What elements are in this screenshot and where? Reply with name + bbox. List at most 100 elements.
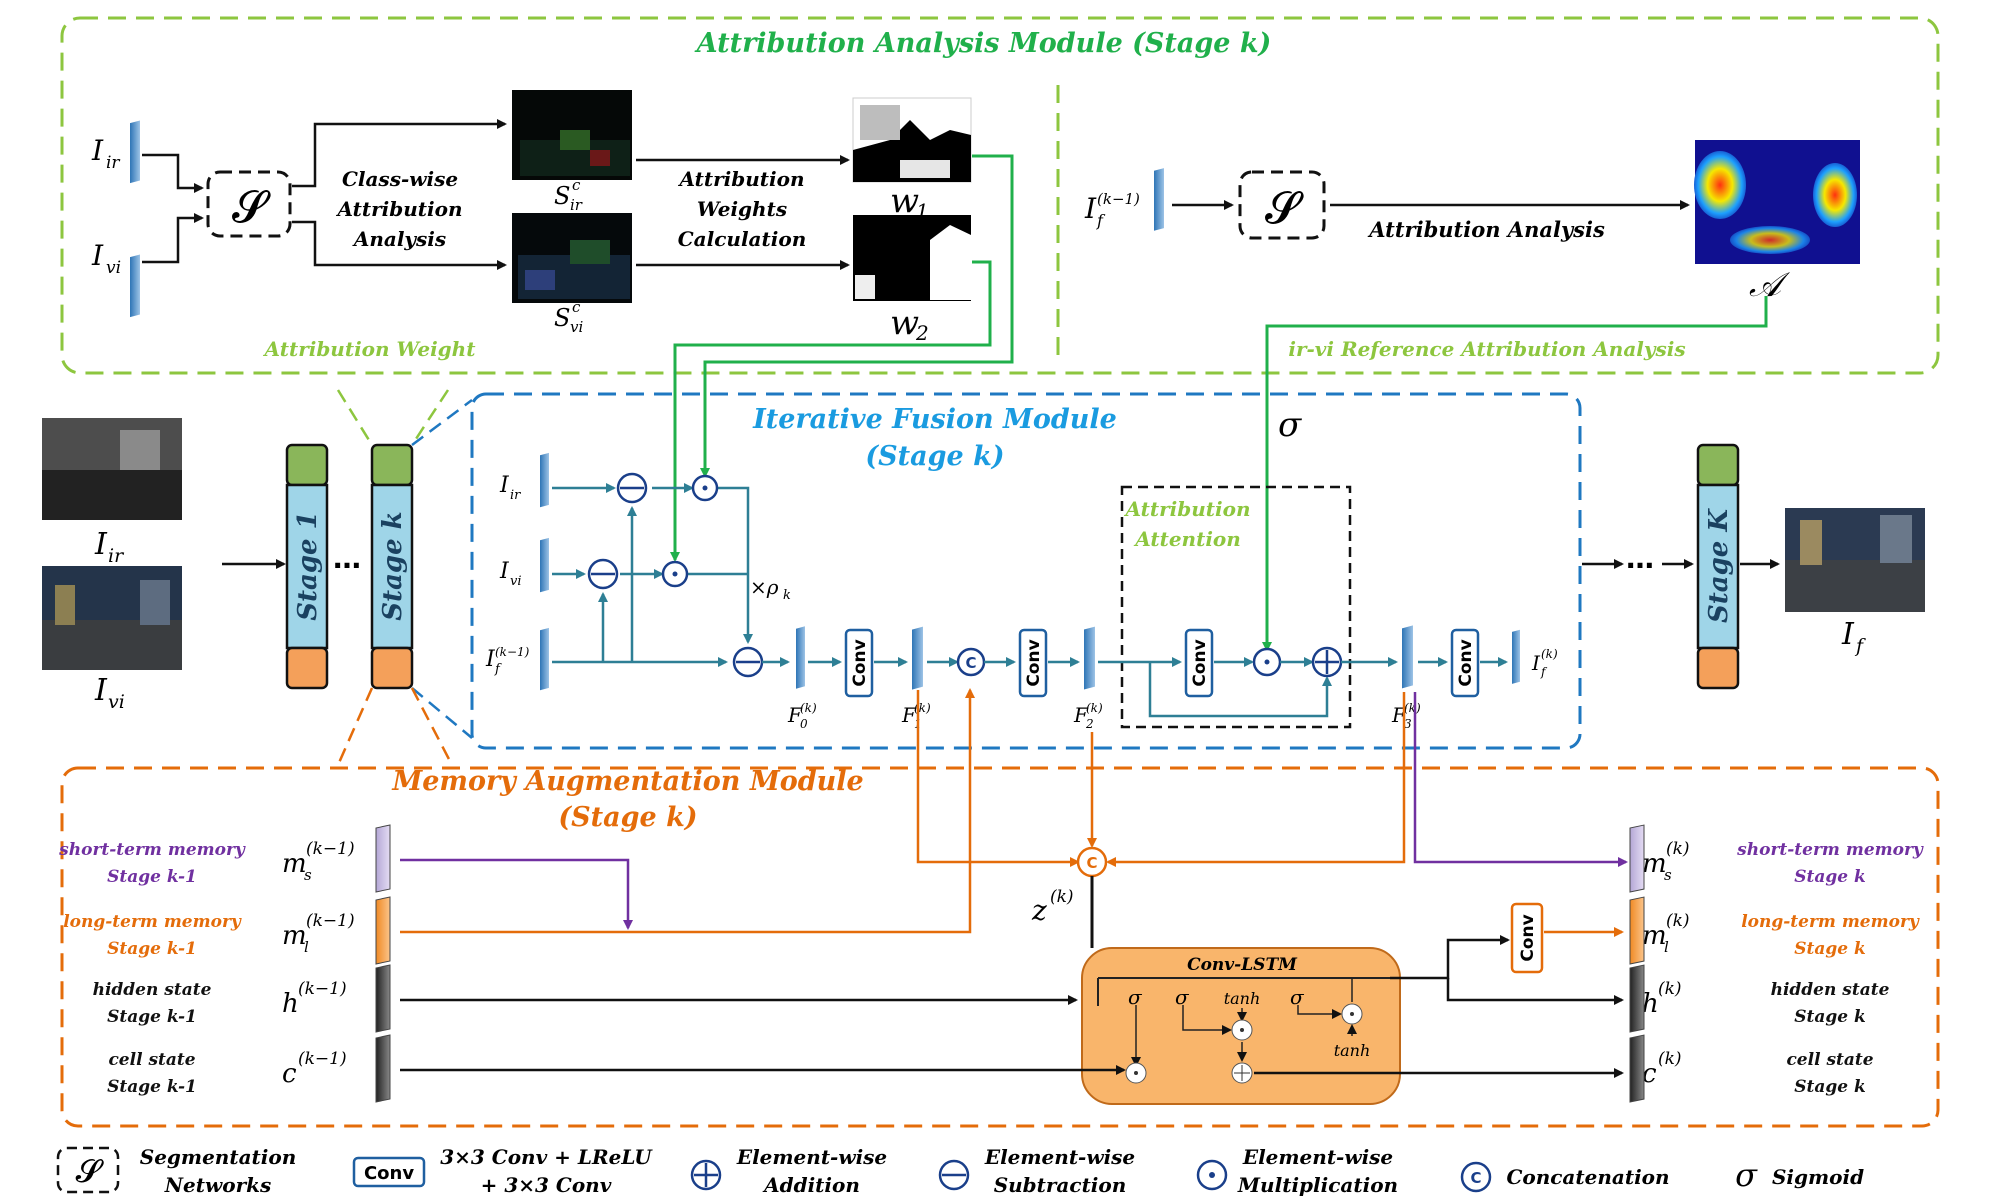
fusion-vi-sub: vi (510, 574, 522, 589)
w1-label: w (890, 181, 919, 221)
conv-block-3 (1184, 628, 1214, 698)
right-mem-label1-0: short-term memory (1736, 840, 1924, 860)
if-out-sup: (k) (1541, 647, 1558, 661)
conv-label-4: Conv (1456, 639, 1476, 686)
stagek-bottom (370, 646, 414, 690)
f3-sub: 3 (1404, 717, 1412, 731)
right-mem-feature-2 (1629, 964, 1645, 1033)
right-mem-symbol-1: m (1642, 921, 1667, 951)
left-mem-feature-2 (375, 964, 391, 1033)
left-mem-feature-1 (375, 896, 391, 965)
conv-block-2 (1018, 628, 1048, 698)
legend-add-line1: Element-wise (736, 1145, 887, 1169)
memory-title-line1: Memory Augmentation Module (391, 766, 863, 797)
class-wise-line2: Attribution (335, 197, 462, 221)
f2-feature (1084, 626, 1095, 690)
right-mem-sup-1: (k) (1666, 911, 1690, 931)
legend-seg-line1: Segmentation (140, 1145, 297, 1169)
weights-calc-line1: Attribution (677, 167, 804, 191)
attribution-analysis-module: Attribution Analysis Module (Stage k) I … (60, 16, 1940, 375)
subtract-op-ir (616, 472, 648, 504)
left-mem-sup-0: (k−1) (306, 839, 355, 859)
legend-seg-icon (56, 1146, 120, 1194)
left-mem-label1-3: cell state (108, 1050, 195, 1070)
legend-concat-icon: C (1460, 1161, 1492, 1193)
legend-add-line2: Addition (762, 1173, 860, 1197)
s-ir-sup: c (572, 176, 581, 194)
right-mem-label2-3: Stage k (1794, 1077, 1866, 1097)
if-prev-sub: f (1096, 211, 1106, 230)
right-mem-sup-3: (k) (1658, 1049, 1682, 1069)
right-mem-label2-2: Stage k (1794, 1007, 1866, 1027)
left-mem-sub-1: l (304, 938, 309, 956)
right-mem-symbol-0: m (1642, 849, 1667, 879)
attribution-module-title: Attribution Analysis Module (Stage k) (694, 28, 1272, 59)
right-mem-feature-3 (1629, 1034, 1645, 1103)
s-vi-sub: vi (570, 318, 583, 336)
stageK-top (1696, 443, 1740, 487)
stageK-label: Stage K (1704, 508, 1734, 623)
left-mem-label2-0: Stage k-1 (107, 867, 197, 887)
if-prev-feature (1154, 168, 1164, 231)
stage1-bottom (285, 646, 329, 690)
f0-sup: (k) (800, 701, 817, 715)
segmentation-network-box-2 (1238, 170, 1326, 240)
class-wise-line1: Class-wise (342, 167, 458, 191)
fusion-if-sup: (k−1) (495, 645, 530, 659)
reference-analysis-label: ir-vi Reference Attribution Analysis (1288, 337, 1685, 361)
output-sub: f (1854, 635, 1866, 657)
multiply-op-attention (1252, 647, 1282, 677)
svg-text:C: C (965, 654, 976, 672)
f0-feature (796, 626, 805, 689)
subtract-op-main (732, 646, 764, 678)
right-mem-label1-2: hidden state (1771, 980, 1890, 1000)
lstm-sigma-2: σ (1175, 985, 1190, 1009)
left-mem-label1-2: hidden state (93, 980, 212, 1000)
fusion-title-line1: Iterative Fusion Module (752, 404, 1117, 435)
memory-title-line2: (Stage k) (558, 802, 697, 833)
if-prev-symbol: I (1084, 192, 1097, 225)
lstm-sigma-1: σ (1128, 985, 1143, 1009)
left-mem-label2-2: Stage k-1 (107, 1007, 197, 1027)
f2-sub: 2 (1085, 717, 1094, 731)
right-mem-label2-1: Stage k (1794, 939, 1866, 959)
fusion-ir-symbol: I (499, 473, 510, 498)
lstm-tanh-2: tanh (1334, 1041, 1371, 1060)
right-mem-feature-0 (1629, 824, 1645, 893)
left-vi-symbol: I (94, 673, 108, 708)
memory-augmentation-module: Memory Augmentation Module (Stage k) C z… (58, 688, 1940, 1128)
z-sup: (k) (1050, 887, 1074, 907)
concat-op-memory: C (1076, 846, 1108, 878)
legend-mul-line1: Element-wise (1242, 1145, 1393, 1169)
legend-sub-line1: Element-wise (984, 1145, 1135, 1169)
fusion-if-symbol: I (485, 647, 496, 672)
conv-block-1 (844, 628, 874, 698)
a-symbol: 𝒜 (1749, 265, 1791, 305)
multiply-op-vi (661, 560, 689, 588)
fusion-sigma: σ (1278, 405, 1302, 445)
conv-label-memory: Conv (1518, 914, 1538, 961)
legend-seg-line2: Networks (164, 1173, 271, 1197)
attribution-attention-box (1120, 485, 1352, 729)
stage1-body (285, 483, 329, 650)
legend-sigma-icon: σ (1735, 1156, 1758, 1194)
s-ir-sub: ir (570, 196, 583, 214)
if-out-symbol: I (1531, 651, 1541, 675)
class-wise-line3: Analysis (352, 227, 446, 251)
segmentation-symbol: 𝓢 (232, 182, 271, 233)
f2-symbol: F (1073, 703, 1089, 727)
legend-seg-symbol: 𝓢 (76, 1152, 105, 1190)
left-ir-sub: ir (108, 545, 125, 567)
iterative-fusion-module: Iterative Fusion Module (Stage k) σ I ir… (470, 154, 1768, 750)
fusion-if-feature (540, 627, 549, 691)
stageK-bottom (1696, 646, 1740, 690)
f1-feature (912, 626, 923, 690)
legend-sub-line2: Subtraction (994, 1173, 1127, 1197)
left-mem-symbol-2: h (282, 989, 299, 1019)
legend-conv-label: Conv (364, 1163, 414, 1184)
right-mem-symbol-3: c (1642, 1059, 1657, 1089)
lstm-sigma-3: σ (1290, 985, 1305, 1009)
right-mem-sub-0: s (1664, 866, 1672, 884)
left-mem-symbol-0: m (282, 849, 307, 879)
left-mem-label2-1: Stage k-1 (107, 939, 197, 959)
